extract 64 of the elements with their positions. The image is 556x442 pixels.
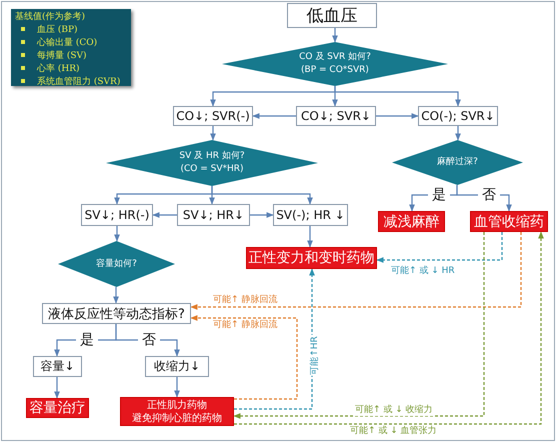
arrow <box>307 226 313 248</box>
decision-diamond <box>106 140 318 186</box>
list-item: 心率 (HR) <box>37 64 80 74</box>
list-item: 心输出量 (CO) <box>37 38 98 48</box>
process-box: 容量↓ <box>33 356 82 377</box>
arrow <box>211 186 313 205</box>
process-box: SV↓; HR↓ <box>177 204 250 226</box>
treatment-box: 血管收缩药 <box>470 211 548 232</box>
arrow <box>455 126 461 141</box>
arrow <box>113 287 119 304</box>
dashed-arrow <box>190 232 522 310</box>
edge-label: 否 <box>138 333 160 348</box>
arrow <box>376 113 419 119</box>
process-box: 液体反应性等动态指标? <box>42 303 191 324</box>
formula-text: (CO = SV*HR) <box>180 163 244 176</box>
arrow <box>252 113 296 119</box>
process-box: CO↓; SVR(-) <box>173 106 253 126</box>
edge-label: 可能↑HR <box>310 335 321 376</box>
panel-heading: 基线值(作为参考) <box>15 11 86 24</box>
treatment-box: 容量治疗 <box>26 398 89 418</box>
decision-diamond <box>58 241 175 287</box>
box-text: 避免抑制心脏的药物 <box>132 412 222 424</box>
formula-text: (BP = CO*SVR) <box>301 64 369 77</box>
process-box: SV↓; HR(-) <box>81 204 153 226</box>
process-box: 收缩力↓ <box>145 356 209 377</box>
edge-label: 否 <box>478 188 500 203</box>
arrow <box>174 377 180 398</box>
arrow <box>250 212 274 218</box>
dashed-arrow <box>190 315 298 400</box>
edge-label: 可能↑ 或 ↓ HR <box>390 266 456 277</box>
question-text: CO 及 SVR 如何? <box>299 51 371 64</box>
box-text: 正性肌力药物 <box>147 398 207 412</box>
arrow <box>115 324 180 357</box>
question-text: 麻醉过深? <box>437 156 478 169</box>
process-box: SV(-); HR ↓ <box>273 204 348 226</box>
list-item: 每搏量 (SV) <box>37 51 87 61</box>
process-box: CO↓; SVR↓ <box>296 106 376 126</box>
decision-diamond <box>222 42 448 86</box>
decision-diamond <box>392 140 523 185</box>
edge-label: 可能↑ 静脉回流 <box>212 295 278 306</box>
edge-label: 可能↑ 或 ↓ 收缩力 <box>354 405 434 416</box>
arrow <box>334 86 461 107</box>
question-text: 容量如何? <box>96 258 137 270</box>
edge-label: 可能↑ 或 ↓ 血管张力 <box>349 426 438 437</box>
question-text: SV 及 HR 如何? <box>179 150 245 163</box>
arrow <box>152 212 177 218</box>
treatment-box: 减浅麻醉 <box>378 211 445 232</box>
list-item: 血压 (BP) <box>37 25 78 35</box>
process-box: 低血压 <box>287 3 377 28</box>
edge-label: 是 <box>76 333 98 348</box>
treatment-box: 正性变力和变时药物 <box>246 247 377 269</box>
arrow <box>54 377 60 399</box>
process-box: CO(-); SVR↓ <box>418 106 498 126</box>
edge-label: 是 <box>428 188 450 203</box>
arrow <box>210 126 216 141</box>
dashed-arrow <box>376 232 503 263</box>
dashed-arrow <box>234 231 544 425</box>
edge-label: 可能↑ 静脉回流 <box>212 320 278 331</box>
treatment-box <box>120 397 234 426</box>
reference-panel <box>11 9 131 86</box>
dashed-arrow <box>233 232 485 419</box>
list-item: 系统血管阻力 (SVR) <box>37 77 120 87</box>
arrow <box>114 226 120 242</box>
arrow <box>332 28 338 43</box>
